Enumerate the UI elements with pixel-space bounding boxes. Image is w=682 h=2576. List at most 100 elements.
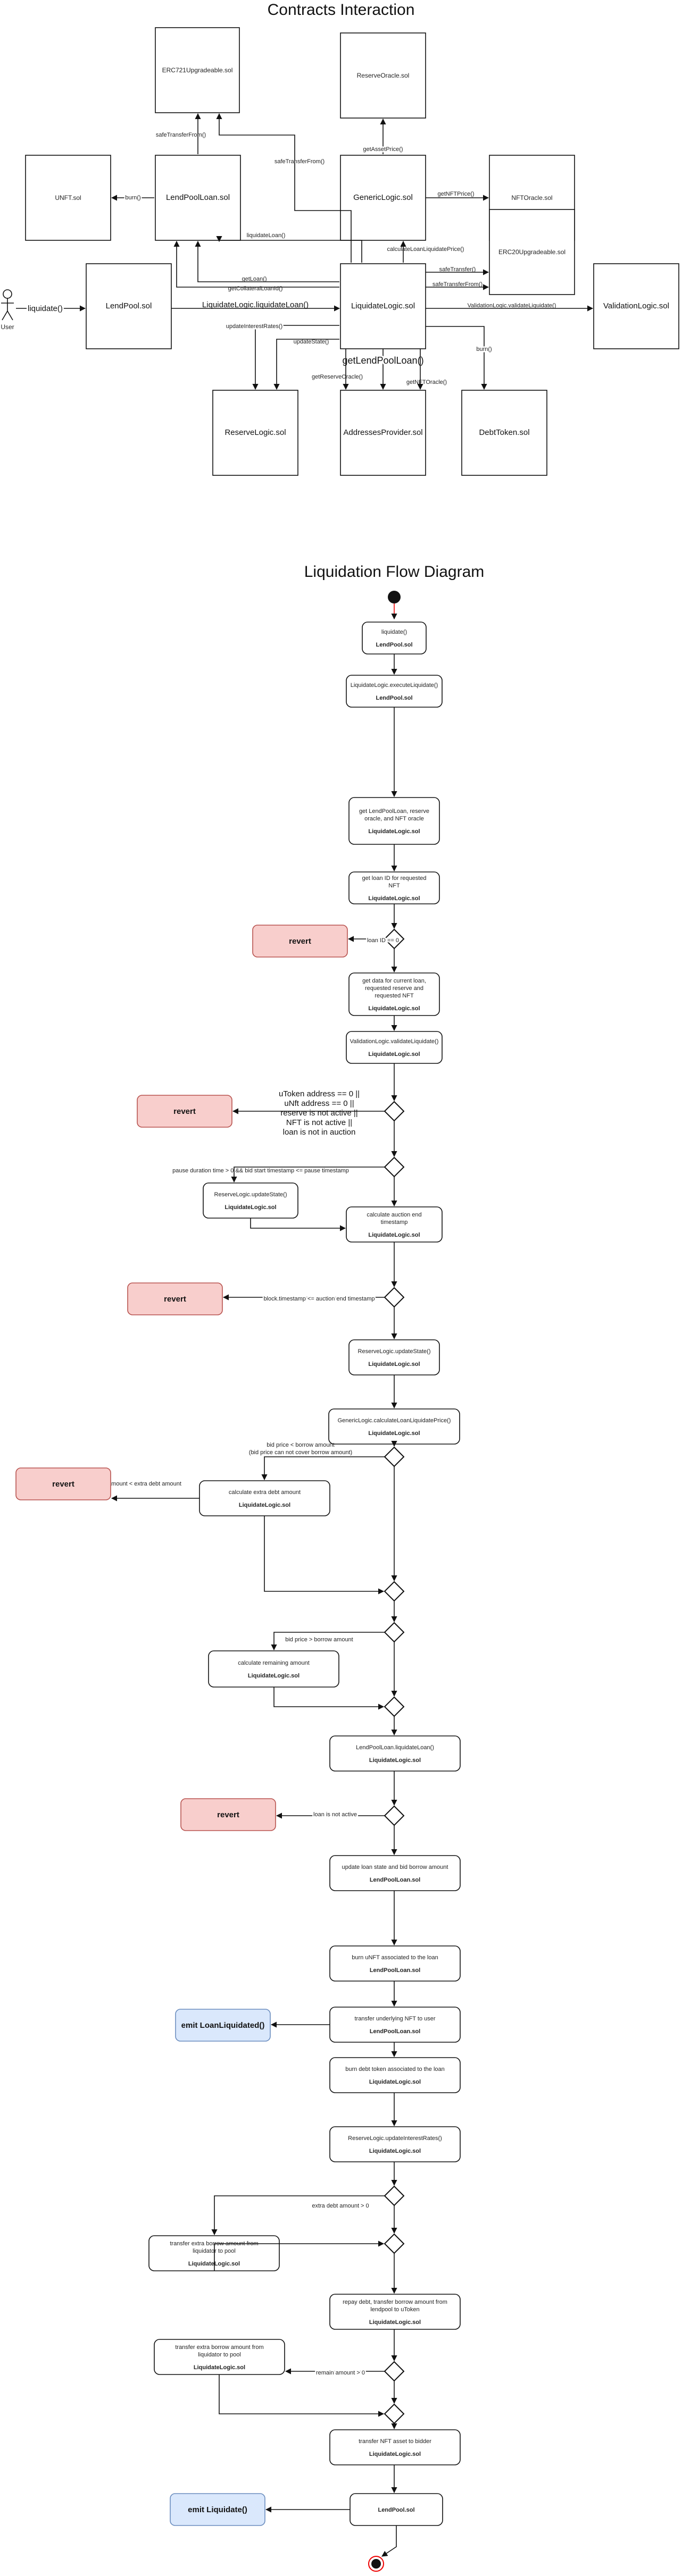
flow-step-s21: transfer extra borrow amount fromliquida… (154, 2339, 285, 2375)
box-debt-token: DebtToken.sol (461, 390, 547, 476)
svg-text:ValidationLogic.validateLiquid: ValidationLogic.validateLiquidate() (468, 303, 556, 309)
cond-validate-0: uToken address == 0 || (279, 1089, 360, 1098)
flow-step-title: requested reserve and (365, 985, 423, 992)
actor-user: User (1, 289, 14, 331)
edge-to-validation: ValidationLogic.validateLiquidate() (426, 303, 594, 312)
condition-labels: loan ID == 0 uToken address == 0 || uNft… (107, 936, 401, 2378)
flow-step-s16: transfer underlying NFT to userLendPoolL… (329, 2007, 461, 2043)
svg-text:ReserveOracle.sol: ReserveOracle.sol (357, 72, 410, 79)
svg-text:burn(): burn() (125, 195, 140, 201)
svg-text:NFTOracle.sol: NFTOracle.sol (511, 194, 552, 202)
svg-text:getReserveOracle(): getReserveOracle() (312, 374, 363, 380)
edge-s23-end (381, 2525, 397, 2557)
flow-step-s17: burn debt token associated to the loanLi… (329, 2057, 461, 2093)
edge-update-interest-rates: updateInterestRates() (224, 322, 339, 390)
flow-step-title: lendpool to uToken (370, 2306, 419, 2313)
cond-loan-id: loan ID == 0 (367, 937, 399, 944)
decision-diamond-2 (384, 1101, 405, 1122)
flow-step-title: LendPoolLoan.liquidateLoan() (356, 1744, 434, 1751)
cond-bid-gt: bid price > borrow amount (285, 1637, 353, 1643)
flow-step-file: LendPool.sol (378, 2507, 414, 2513)
flow-step-title: ReserveLogic.updateState() (358, 1348, 431, 1355)
cond-validate-4: loan is not in auction (283, 1128, 356, 1137)
flow-step-file: LiquidateLogic.sol (248, 1673, 300, 1679)
svg-text:updateInterestRates(): updateInterestRates() (226, 323, 282, 330)
flow-step-s2: LiquidateLogic.executeLiquidate()LendPoo… (346, 675, 443, 708)
flow-step-file: LiquidateLogic.sol (368, 1051, 420, 1058)
flow-step-title: LiquidateLogic.executeLiquidate() (351, 682, 438, 689)
flow-diamonds (384, 928, 405, 2424)
flow-step-file: LiquidateLogic.sol (368, 895, 420, 902)
svg-text:ERC721Upgradeable.sol: ERC721Upgradeable.sol (162, 66, 233, 74)
flow-step-file: LendPool.sol (376, 642, 412, 648)
flow-step-s14: update loan state and bid borrow amountL… (329, 1855, 461, 1891)
flow-step-s7: ReserveLogic.updateState()LiquidateLogic… (203, 1182, 298, 1219)
flow-steps: liquidate()LendPool.solLiquidateLogic.ex… (148, 622, 461, 2526)
box-validation-logic: ValidationLogic.sol (593, 263, 679, 349)
flow-step-file: LiquidateLogic.sol (368, 1005, 420, 1012)
flow-step-file: LiquidateLogic.sol (368, 1430, 420, 1437)
decision-diamond-12 (384, 2361, 405, 2382)
cond-extra-debt: extra debt amount > 0 (312, 2203, 369, 2209)
cond-validate-2: reserve is not active || (280, 1109, 357, 1118)
box-lend-pool: LendPool.sol (86, 263, 172, 349)
svg-text:LendPool.sol: LendPool.sol (106, 301, 152, 311)
flow-step-s15: burn uNFT associated to the loanLendPool… (329, 1945, 461, 1982)
svg-text:updateState(): updateState() (294, 339, 329, 345)
flow-step-s6: ValidationLogic.validateLiquidate()Liqui… (346, 1031, 443, 1064)
flow-step-s18: ReserveLogic.updateInterestRates()Liquid… (329, 2126, 461, 2162)
flow-step-title: get loan ID for requested (362, 875, 426, 882)
revert-box-3: revert (127, 1282, 223, 1315)
svg-text:getNFTOracle(): getNFTOracle() (406, 379, 447, 385)
edge-safe-transfer: safeTransfer() (426, 266, 489, 275)
svg-text:LiquidateLogic.liquidateLoan(): LiquidateLogic.liquidateLoan() (202, 300, 309, 309)
edge-s19-d11 (214, 2241, 385, 2271)
flow-step-title: oracle, and NFT oracle (364, 816, 424, 822)
svg-text:AddressesProvider.sol: AddressesProvider.sol (343, 428, 422, 437)
flow-step-s12: calculate remaining amountLiquidateLogic… (208, 1650, 339, 1688)
flow-step-s13: LendPoolLoan.liquidateLoan()LiquidateLog… (329, 1735, 461, 1772)
decision-diamond-3 (384, 1156, 405, 1178)
flow-step-s5: get data for current loan,requested rese… (348, 972, 440, 1016)
flow-step-s4: get loan ID for requestedNFTLiquidateLog… (348, 871, 440, 904)
svg-text:getAssetPrice(): getAssetPrice() (363, 146, 403, 153)
decision-diamond-11 (384, 2233, 405, 2254)
edge-lendpoolloan-safe-transfer: safeTransferFrom() (156, 113, 206, 154)
flow-step-s22: transfer NFT asset to bidderLiquidateLog… (329, 2429, 461, 2465)
flow-step-file: LiquidateLogic.sol (368, 1361, 420, 1367)
edge-update-state: updateState() (273, 339, 339, 390)
flow-step-title: ReserveLogic.updateInterestRates() (348, 2135, 442, 2142)
svg-text:safeTransfer(): safeTransfer() (439, 266, 476, 273)
revert-box-1: revert (252, 925, 348, 958)
edge-get-loan: getLoan() (195, 240, 339, 282)
cond-validate-1: uNft address == 0 || (284, 1099, 354, 1108)
decision-diamond-5 (384, 1446, 405, 1467)
svg-text:safeTransferFrom(): safeTransferFrom() (156, 132, 206, 138)
flow-step-title: calculate remaining amount (238, 1660, 310, 1666)
box-reserve-oracle: ReserveOracle.sol (340, 32, 426, 119)
flow-step-file: LiquidateLogic.sol (369, 2451, 421, 2457)
decision-diamond-1 (384, 928, 405, 950)
revert-box-4: revert (15, 1467, 111, 1500)
flow-step-file: LendPoolLoan.sol (370, 1877, 420, 1883)
svg-text:ValidationLogic.sol: ValidationLogic.sol (603, 301, 669, 311)
flow-title: Liquidation Flow Diagram (304, 563, 485, 581)
end-node (368, 2556, 384, 2572)
decision-diamond-6 (384, 1581, 405, 1602)
flow-step-s23: LendPool.sol (350, 2493, 443, 2526)
flow-step-title: transfer extra borrow amount from (175, 2344, 263, 2351)
cond-block-ts: block.timestamp <= auction end timestamp (263, 1296, 375, 1302)
box-generic-logic: GenericLogic.sol (340, 155, 426, 241)
edge-safe-transfer-from-erc721: safeTransferFrom() (216, 113, 352, 263)
flow-step-s10: GenericLogic.calculateLoanLiquidatePrice… (328, 1408, 460, 1445)
decision-diamond-8 (384, 1696, 405, 1717)
cond-pause: pause duration time > 0 && bid start tim… (172, 1168, 349, 1174)
flow-step-title: calculate auction end (367, 1212, 421, 1218)
svg-text:getCollateralLoanId(): getCollateralLoanId() (228, 286, 283, 292)
emit-liquidate: emit Liquidate() (170, 2493, 265, 2526)
flow-step-s8: calculate auction endtimestampLiquidateL… (346, 1206, 443, 1243)
edge-lendpool-to-liquidatelogic: LiquidateLogic.liquidateLoan() (171, 300, 340, 312)
edge-liquidate: liquidate() (16, 303, 86, 315)
